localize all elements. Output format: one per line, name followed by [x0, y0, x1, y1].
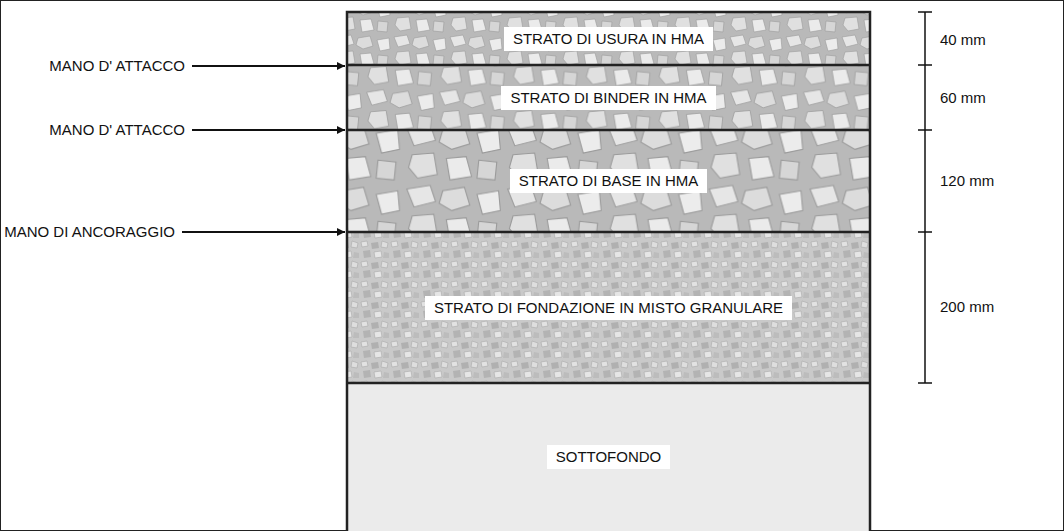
layer-name: STRATO DI USURA IN HMA [504, 27, 713, 51]
sottofondo-texture [347, 383, 870, 531]
thickness-dimension: 60 mm [940, 89, 986, 107]
interface-label: MANO DI ANCORAGGIO [4, 223, 175, 241]
pavement-layer: STRATO DI BASE IN HMA [347, 130, 870, 232]
layer-boundaries [347, 12, 870, 531]
thickness-dimension: 40 mm [940, 31, 986, 49]
interface-label: MANO D' ATTACCO [49, 57, 185, 75]
pavement-layer: SOTTOFONDO [347, 383, 870, 531]
layer-name: SOTTOFONDO [547, 445, 671, 469]
layer-name: STRATO DI BINDER IN HMA [501, 86, 715, 110]
binder-texture [347, 65, 870, 130]
pavement-layer: STRATO DI BINDER IN HMA [347, 65, 870, 130]
thickness-dimension: 120 mm [940, 172, 994, 190]
layer-name: STRATO DI FONDAZIONE IN MISTO GRANULARE [425, 296, 792, 320]
base-texture [347, 130, 870, 232]
thickness-dimension: 200 mm [940, 298, 994, 316]
layer-name: STRATO DI BASE IN HMA [510, 169, 707, 193]
leader-arrows [182, 66, 345, 232]
pavement-layer: STRATO DI USURA IN HMA [347, 12, 870, 65]
pavement-layer: STRATO DI FONDAZIONE IN MISTO GRANULARE [347, 232, 870, 383]
fondazione-texture [347, 232, 870, 383]
interface-label: MANO D' ATTACCO [49, 121, 185, 139]
dimension-bracket [918, 12, 932, 383]
usura-texture [347, 12, 870, 65]
